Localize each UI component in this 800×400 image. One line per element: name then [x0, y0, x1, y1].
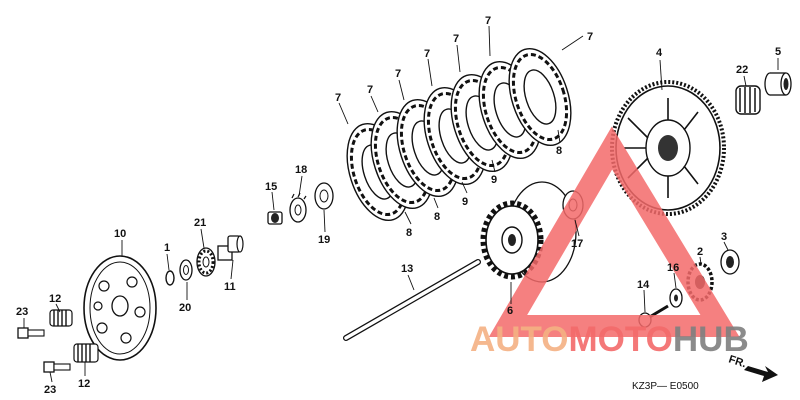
callout-4: 4 [656, 47, 663, 59]
watermark-logo: AUTOMOTOHUB [470, 320, 749, 359]
callout-20: 20 [179, 302, 191, 314]
front-direction-indicator: FR. [727, 353, 778, 382]
callout-7: 7 [335, 92, 341, 104]
callout-7: 7 [395, 68, 401, 80]
callout-8: 8 [434, 211, 440, 223]
diagram-code: KZ3P— E0500 [632, 381, 699, 392]
callout-18: 18 [295, 164, 307, 176]
callout-12: 12 [49, 293, 61, 305]
callout-12: 12 [78, 378, 90, 390]
gear-collar [720, 249, 740, 275]
lifter-bearing [196, 247, 216, 277]
pressure-plate [83, 255, 157, 361]
callout-7: 7 [424, 48, 430, 60]
callout-1: 1 [164, 242, 170, 254]
leader-lines [23, 25, 779, 383]
callout-10: 10 [114, 228, 126, 240]
lifter-piece [217, 235, 244, 261]
watermark-part-hub: HUB [673, 320, 749, 359]
svg-text:AUTOMOTOHUB: AUTOMOTOHUB [470, 320, 749, 359]
callout-13: 13 [401, 263, 413, 275]
lock-nut [267, 211, 283, 225]
front-label: FR. [727, 353, 748, 370]
needle-bearing [735, 85, 761, 115]
callout-7: 7 [485, 15, 491, 27]
gear-washer [669, 288, 683, 308]
washer-20 [179, 259, 193, 281]
callout-5: 5 [775, 46, 781, 58]
callout-11: 11 [224, 281, 236, 293]
callout-21: 21 [194, 217, 206, 229]
callout-15: 15 [265, 181, 277, 193]
circlip [165, 270, 175, 286]
callout-7: 7 [367, 84, 373, 96]
callout-7: 7 [587, 31, 593, 43]
callout-8: 8 [556, 145, 562, 157]
callout-8: 8 [406, 227, 412, 239]
callout-2: 2 [697, 246, 703, 258]
callout-7: 7 [453, 33, 459, 45]
clutch-collar [764, 72, 792, 96]
callout-9: 9 [491, 174, 497, 186]
clutch-spring-upper [49, 309, 73, 327]
callout-16: 16 [667, 262, 679, 274]
callout-9: 9 [462, 196, 468, 208]
callout-17: 17 [571, 238, 583, 250]
clutch-spring-lower [73, 343, 99, 363]
lock-washer [289, 192, 307, 223]
callout-14: 14 [637, 279, 650, 291]
spring-washer [314, 182, 334, 210]
front-arrow-icon [744, 366, 778, 382]
callout-3: 3 [721, 231, 727, 243]
clutch-plate-stack [346, 47, 572, 222]
callout-23: 23 [16, 306, 28, 318]
callout-6: 6 [507, 305, 513, 317]
watermark-part-auto: AUTO [470, 320, 569, 359]
watermark-triangle [488, 126, 740, 337]
watermark-part-moto: MOTO [569, 320, 673, 359]
callout-19: 19 [318, 234, 330, 246]
bolt-lower [43, 361, 71, 373]
callout-23: 23 [44, 384, 56, 396]
push-rod [343, 259, 481, 341]
callout-22: 22 [736, 64, 748, 76]
bolt-upper [17, 327, 45, 339]
callout-labels: 7 7 7 7 7 7 7 8 8 9 9 8 4 5 22 6 17 10 1… [16, 15, 781, 396]
friction-disc [508, 47, 572, 147]
